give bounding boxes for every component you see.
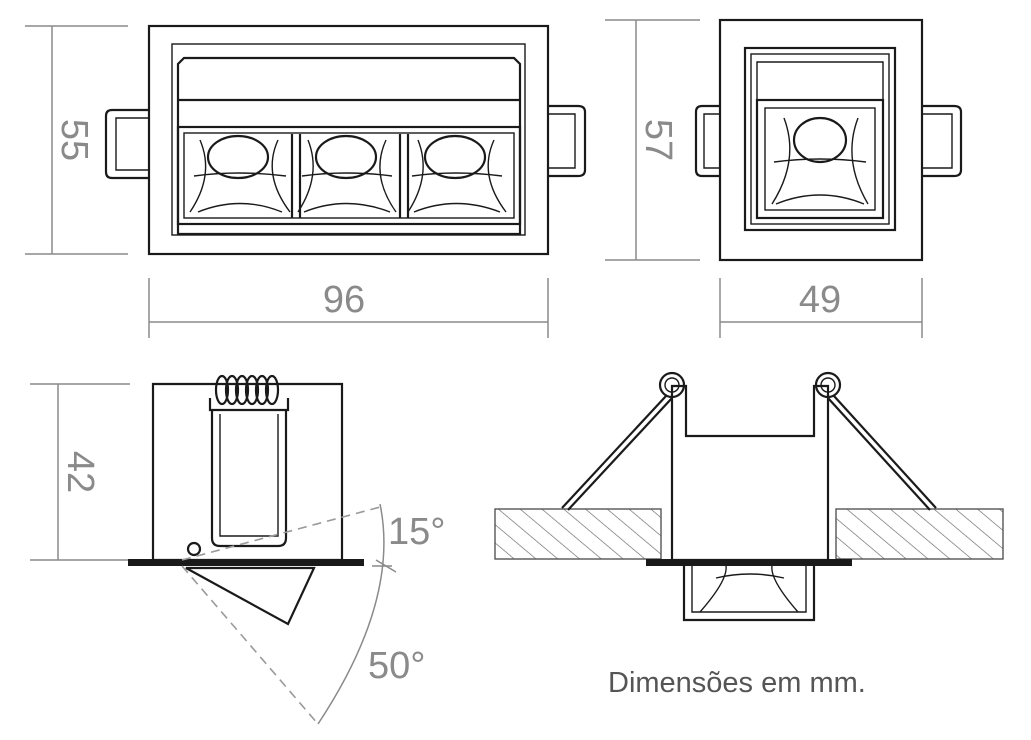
side-height-label: 57 [637,119,679,161]
ceiling-section-left [494,508,662,560]
units-note: Dimensões em mm. [608,667,866,699]
side-width-label: 49 [799,279,841,321]
front-height-label: 55 [53,119,95,161]
led-reflector-3 [407,134,507,213]
led-reflector-1 [189,134,291,213]
front-width-label: 96 [323,279,365,321]
installation-view [494,371,1004,622]
front-view: 55 96 [25,24,587,338]
profile-view: 42 15° 50° [30,374,445,725]
angle-15-label: 15° [388,511,445,553]
side-view: 57 49 [605,18,963,338]
angle-50-label: 50° [368,645,425,687]
spring-icon [208,374,290,412]
profile-height-label: 42 [59,451,101,493]
led-reflector-2 [297,134,397,213]
ceiling-section-right [835,508,1004,560]
